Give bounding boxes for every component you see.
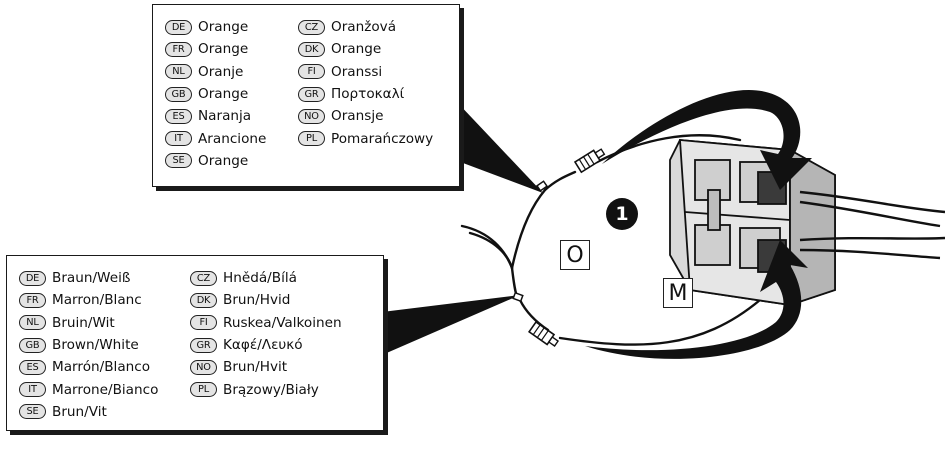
language-code-badge: GB [19,337,46,353]
arrow-lower-icon [585,240,808,359]
output-cable [799,190,945,260]
legend-row: GB Orange [165,83,266,105]
language-code-badge: NO [190,359,217,375]
brown-white-connector-icon [528,320,560,347]
label-o: O [560,240,590,270]
switch-housing [669,139,836,307]
color-label: Marrone/Bianco [52,381,159,398]
language-code-badge: GR [190,337,217,353]
color-label: Oranžová [331,19,397,36]
language-code-badge: GB [165,86,192,102]
language-code-badge: FR [19,292,46,308]
legend-brown-white-col2: CZ Hnědá/Bílá DK Brun/Hvid FI Ruskea/Valkoi… [190,267,342,401]
color-label: Oranje [198,63,244,80]
language-code-badge: DK [190,292,217,308]
legend-row: NO Brun/Hvit [190,356,342,378]
color-label: Marron/Blanc [52,292,142,309]
color-label: Brun/Vit [52,403,107,420]
legend-orange: DE Orange FR Orange NL Oranje GB Orange ES Na… [152,4,460,187]
legend-row: GR Πορτοκαλί [298,83,433,105]
color-label: Orange [198,152,249,169]
language-code-badge: DK [298,41,325,57]
color-label: Ruskea/Valkoinen [223,314,342,331]
language-code-badge: IT [165,131,192,147]
color-label: Pomarańczowy [331,130,434,147]
legend-row: GB Brown/White [19,334,158,356]
language-code-badge: GR [298,86,325,102]
legend-orange-col2: CZ Oranžová DK Orange FI Oranssi GR Πορτοκαλ… [298,16,433,150]
legend-row: DE Orange [165,16,266,38]
color-label: Hnědá/Bílá [223,270,297,287]
color-label: Orange [331,41,382,58]
color-label: Πορτοκαλί [331,86,405,103]
legend-row: NO Oransje [298,105,433,127]
language-code-badge: ES [19,359,46,375]
legend-row: FR Orange [165,38,266,60]
language-code-badge: CZ [190,270,217,286]
legend-row: NL Oranje [165,61,266,83]
step-number-badge: 1 [606,198,638,230]
label-m: M [663,278,693,308]
language-code-badge: NO [298,108,325,124]
language-code-badge: PL [298,131,325,147]
color-label: Brun/Hvid [223,292,291,309]
legend-row: SE Orange [165,150,266,172]
callout-wedge-top [455,100,543,193]
language-code-badge: DE [19,270,46,286]
color-label: Orange [198,19,249,36]
color-label: Bruin/Wit [52,314,115,331]
language-code-badge: PL [190,382,217,398]
language-code-badge: FI [298,64,325,80]
callout-wedge-bottom [382,295,520,355]
language-code-badge: SE [19,404,46,420]
legend-row: PL Brązowy/Biały [190,378,342,400]
color-label: Arancione [198,130,267,147]
legend-row: IT Arancione [165,127,266,149]
legend-row: FI Oranssi [298,61,433,83]
language-code-badge: IT [19,382,46,398]
language-code-badge: SE [165,153,192,169]
legend-row: ES Marrón/Blanco [19,356,158,378]
legend-row: CZ Oranžová [298,16,433,38]
color-label: Marrón/Blanco [52,359,151,376]
color-label: Naranja [198,108,252,125]
legend-row: DE Braun/Weiß [19,267,158,289]
legend-row: ES Naranja [165,105,266,127]
color-label: Orange [198,41,249,58]
color-label: Καφέ/Λευκό [223,337,303,354]
legend-row: GR Καφέ/Λευκό [190,334,342,356]
legend-row: FI Ruskea/Valkoinen [190,312,342,334]
language-code-badge: FI [190,315,217,331]
legend-row: SE Brun/Vit [19,401,158,423]
legend-row: FR Marron/Blanc [19,289,158,311]
legend-orange-col1: DE Orange FR Orange NL Oranje GB Orange ES Na… [165,16,266,172]
legend-row: NL Bruin/Wit [19,312,158,334]
language-code-badge: ES [165,108,192,124]
color-label: Brun/Hvit [223,359,288,376]
language-code-badge: CZ [298,19,325,35]
color-label: Oranssi [331,63,383,80]
language-code-badge: NL [19,315,46,331]
color-label: Brown/White [52,337,139,354]
color-label: Braun/Weiß [52,270,131,287]
wire-breaks [512,180,549,303]
color-label: Brązowy/Biały [223,381,319,398]
legend-row: DK Brun/Hvid [190,289,342,311]
legend-row: IT Marrone/Bianco [19,378,158,400]
orange-connector-icon [573,148,606,174]
legend-row: PL Pomarańczowy [298,127,433,149]
legend-row: CZ Hnědá/Bílá [190,267,342,289]
arrow-upper-icon [602,89,812,190]
language-code-badge: DE [165,19,192,35]
color-label: Orange [198,86,249,103]
color-label: Oransje [331,108,384,125]
language-code-badge: FR [165,41,192,57]
language-code-badge: NL [165,64,192,80]
legend-row: DK Orange [298,38,433,60]
